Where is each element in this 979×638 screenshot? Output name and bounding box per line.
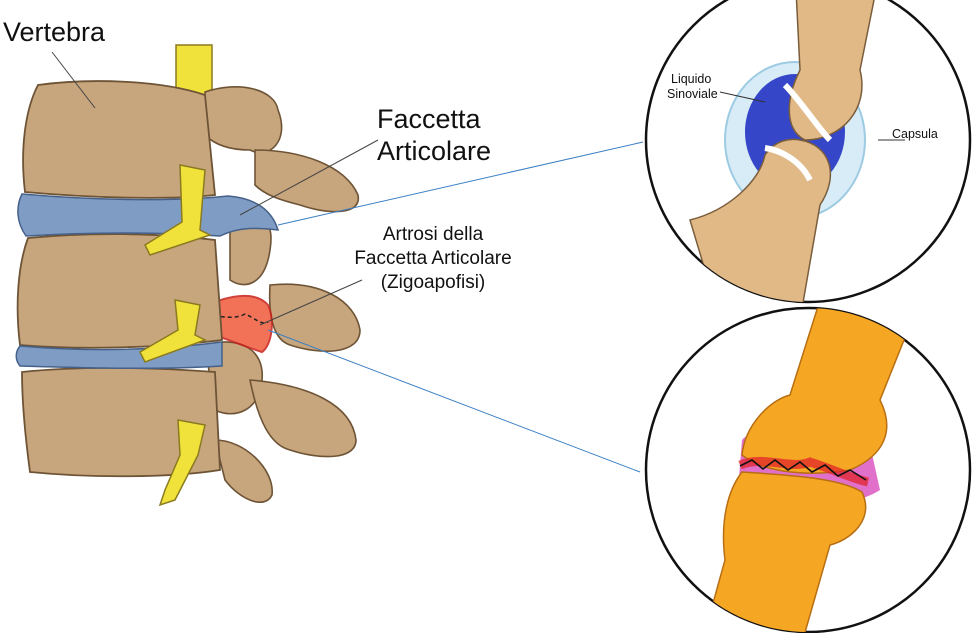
capsule-label: Capsula	[892, 127, 938, 141]
disc-upper	[17, 193, 280, 237]
synovial-pointer	[719, 91, 766, 103]
lower-spinous-process	[213, 439, 273, 504]
synovial-fluid-label-line1: Liquido	[671, 72, 712, 86]
vertebra-label: Vertebra	[3, 17, 106, 47]
lower-arthritic-bone	[699, 471, 867, 632]
arthritic-joint-zoom	[644, 306, 972, 634]
vertebral-bodies	[16, 80, 223, 478]
arthrosis-pointer	[259, 279, 363, 326]
lumbar-spine	[15, 44, 361, 507]
leader-lines	[51, 51, 644, 473]
arthrosis-label-line2: Faccetta Articolare	[354, 248, 512, 269]
lower-bone	[689, 138, 831, 302]
nerve-roots	[139, 164, 212, 507]
upper-arthritic-bone	[741, 308, 922, 474]
vertebra-pointer	[51, 51, 96, 109]
facet-label-line2: Articolare	[377, 136, 492, 166]
healthy-joint-zoom	[644, 0, 972, 304]
facet-label-line1: Faccetta	[377, 104, 481, 134]
arthrosis-label-line1: Artrosi della	[382, 224, 484, 245]
middle-transverse-process	[268, 283, 361, 353]
zoom-line-healthy	[277, 141, 644, 226]
zoom-line-arthritic	[267, 329, 641, 473]
arthrosis-label-line3: (Zigoapofisi)	[380, 272, 486, 293]
nerve-root-1	[144, 164, 212, 256]
vertebra-body-1	[22, 80, 216, 199]
inflamed-joint-space	[738, 457, 870, 487]
posterior-elements	[204, 86, 361, 504]
synovial-fluid-label-line2: Sinoviale	[667, 87, 718, 101]
lower-transverse-process	[249, 379, 357, 458]
facet-pointer	[239, 139, 379, 216]
upper-pedicle	[204, 86, 283, 154]
nerve-root-3	[158, 419, 206, 507]
nerve-root-2	[139, 299, 207, 363]
